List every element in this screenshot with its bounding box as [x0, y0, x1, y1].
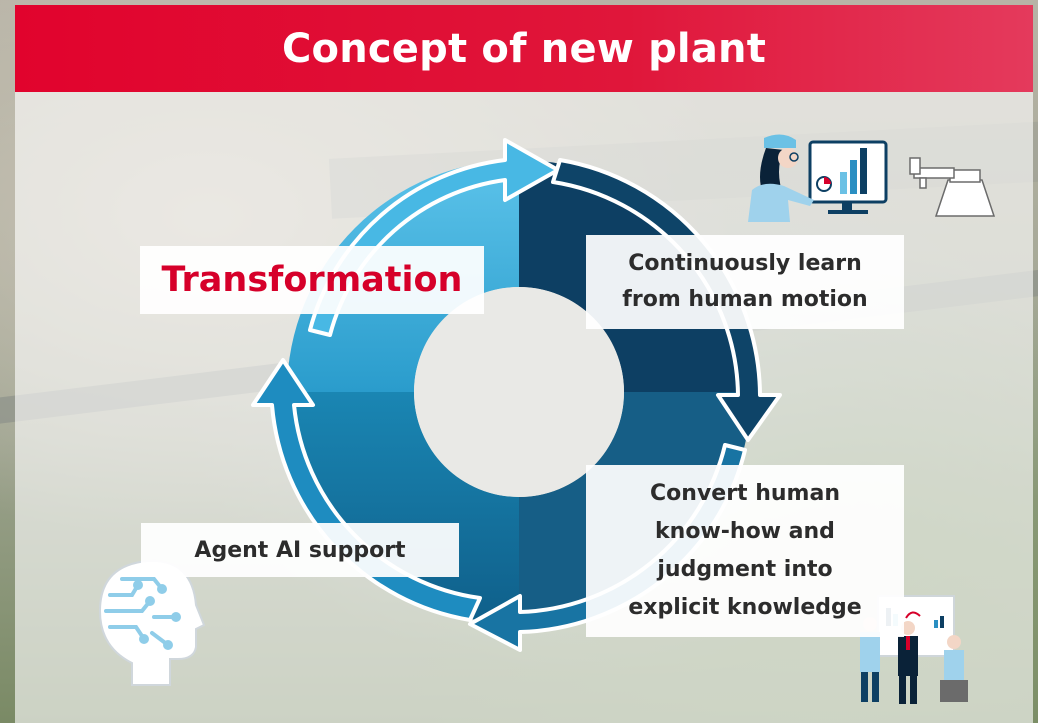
label-agent-ai-support: Agent AI support [141, 523, 459, 577]
title-banner: Concept of new plant [15, 5, 1033, 92]
label-continuously-learn: Continuously learn from human motion [586, 235, 904, 329]
page-title: Concept of new plant [281, 25, 767, 72]
label-convert-knowledge: Convert human know-how and judgment into… [586, 465, 904, 637]
transformation-text: Transformation [161, 260, 463, 300]
label-transformation: Transformation [140, 246, 484, 314]
worker-at-monitor-icon [748, 134, 888, 222]
robot-arm-icon [909, 157, 996, 217]
ai-brain-icon [98, 559, 206, 686]
ring-center-hole [414, 287, 624, 497]
ring-sector-bottom-left [287, 392, 519, 624]
